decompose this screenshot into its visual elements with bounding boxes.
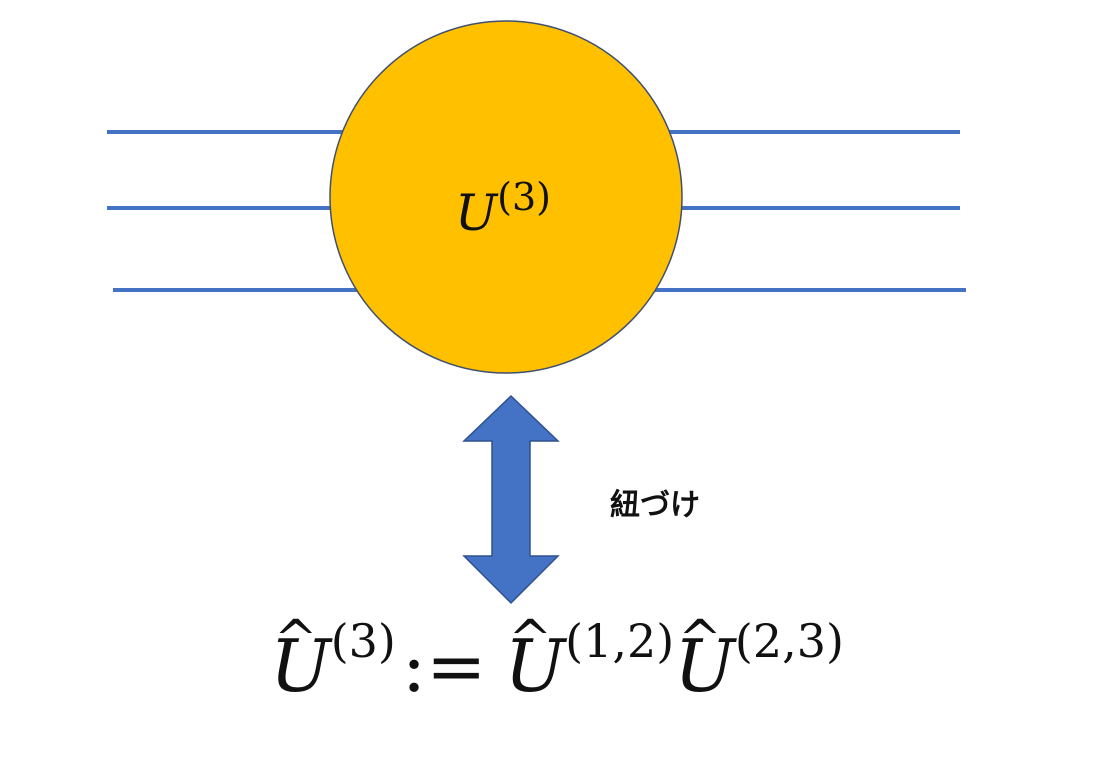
formula-term2: ^ U (674, 614, 735, 702)
gate-superscript: (3) (497, 175, 551, 219)
formula-term2-symbol: U (674, 624, 735, 708)
formula-lhs-symbol: U (270, 624, 331, 708)
double-headed-vertical-arrow-icon (462, 394, 560, 605)
hat-icon: ^ (508, 610, 553, 670)
formula-term1: ^ U (504, 614, 565, 702)
formula-term1-symbol: U (504, 624, 566, 708)
hat-icon: ^ (274, 610, 318, 670)
arrow-label: 紐づけ (610, 488, 700, 523)
formula-lhs-superscript: (3) (330, 614, 396, 668)
gate-symbol: U (455, 184, 499, 242)
formula-term1-superscript: (1,2) (565, 614, 675, 668)
gate-circle (329, 20, 683, 374)
definition-formula: ^ U (3):= ^ U (1,2) ^ U (2,3) (270, 614, 844, 702)
gate-label: U(3) (455, 175, 551, 242)
formula-term2-superscript: (2,3) (734, 614, 844, 668)
formula-operator: := (401, 624, 487, 708)
formula-lhs: ^ U (270, 614, 331, 702)
hat-icon: ^ (678, 610, 722, 670)
